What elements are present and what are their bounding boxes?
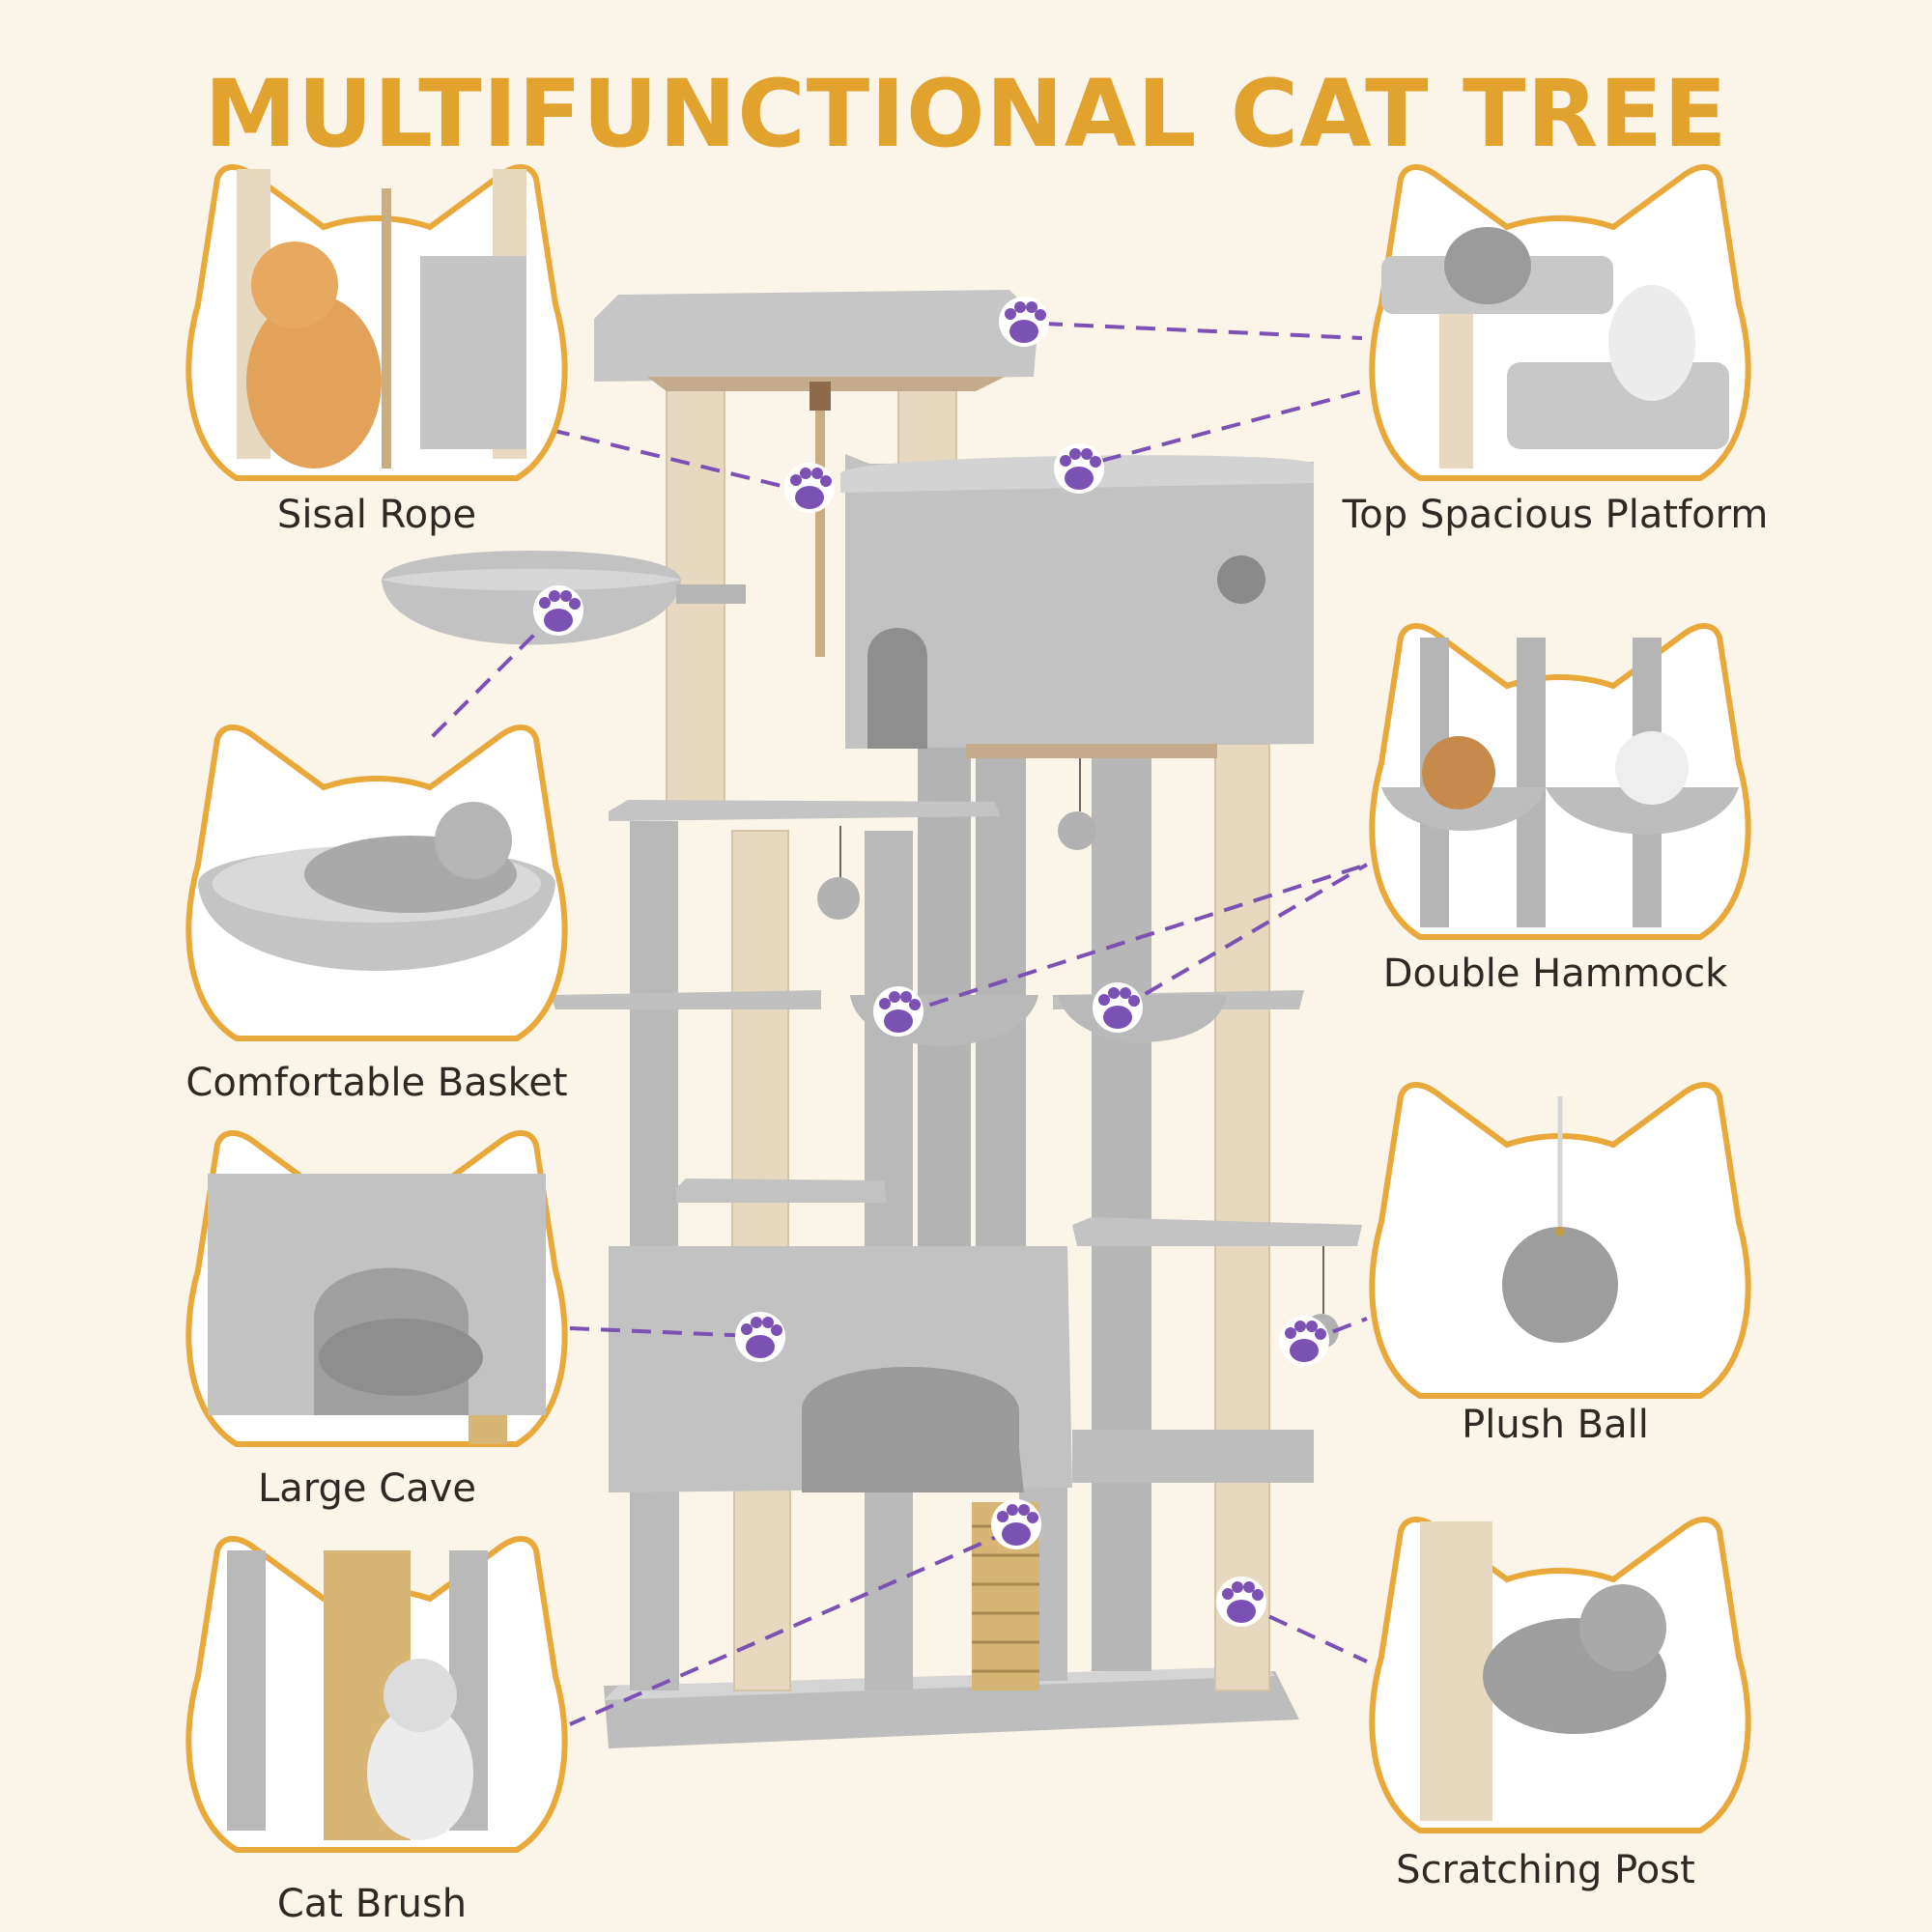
label-sisal-rope: Sisal Rope <box>276 493 477 537</box>
sisal-rope-frame <box>188 167 564 478</box>
paw-icon <box>1279 1316 1329 1366</box>
cat-tree <box>382 290 1362 1748</box>
paw-icon <box>873 986 923 1037</box>
double-hammock-frame <box>1372 626 1747 937</box>
paw-icon <box>735 1312 785 1362</box>
paw-icon <box>991 1499 1041 1549</box>
page-title: MULTIFUNCTIONAL CAT TREE <box>204 60 1728 168</box>
basket-frame <box>188 727 564 1038</box>
scratching-post-frame <box>1372 1520 1747 1831</box>
label-double-hammock: Double Hammock <box>1382 952 1728 996</box>
top-platform-frame <box>1372 167 1747 478</box>
paw-icon <box>533 585 583 636</box>
cat-brush-frame <box>188 1539 564 1850</box>
label-large-cave: Large Cave <box>258 1466 476 1511</box>
label-scratching-post: Scratching Post <box>1396 1848 1695 1892</box>
paw-icon <box>784 463 835 513</box>
label-comfortable-basket: Comfortable Basket <box>185 1061 568 1105</box>
label-top-platform: Top Spacious Platform <box>1342 493 1769 537</box>
label-cat-brush: Cat Brush <box>276 1882 468 1926</box>
paw-icon <box>1093 982 1143 1033</box>
paw-icon <box>1216 1577 1266 1627</box>
plush-ball-frame <box>1372 1085 1747 1396</box>
label-plush-ball: Plush Ball <box>1462 1403 1649 1447</box>
paw-icon <box>999 297 1049 347</box>
large-cave-frame <box>188 1133 564 1444</box>
paw-icon <box>1054 443 1104 494</box>
connectors <box>423 322 1369 1726</box>
